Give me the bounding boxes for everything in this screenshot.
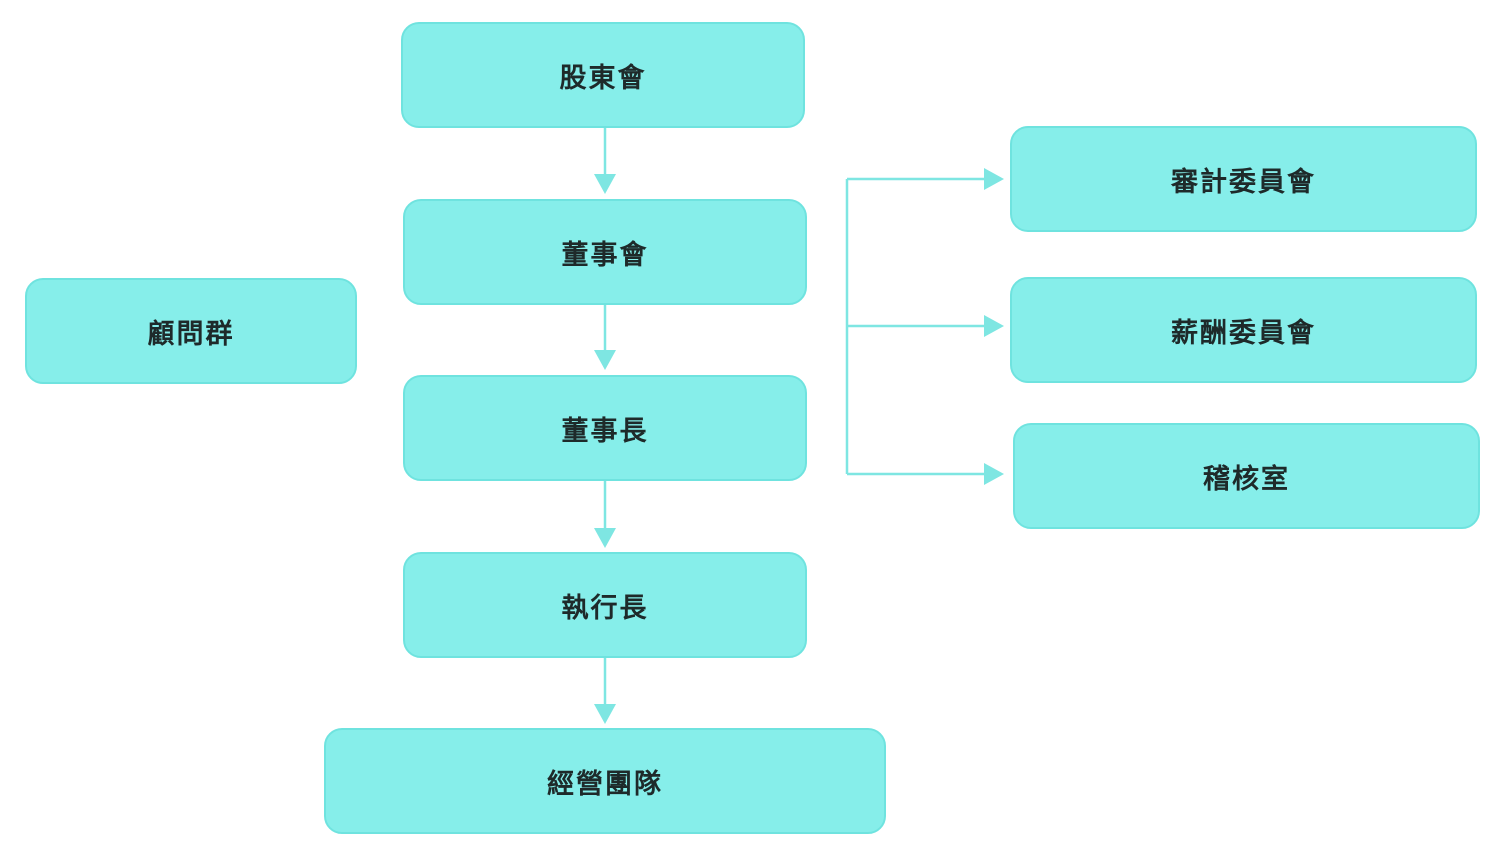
node-internal-audit: 稽核室	[1013, 423, 1480, 529]
node-management: 經營團隊	[324, 728, 886, 834]
arrowhead-ceo	[594, 528, 616, 548]
node-shareholders: 股東會	[401, 22, 805, 128]
node-audit-committee: 審計委員會	[1010, 126, 1477, 232]
arrowhead-compensation-committee	[984, 315, 1004, 337]
node-advisors: 顧問群	[25, 278, 357, 384]
node-compensation-committee: 薪酬委員會	[1010, 277, 1477, 383]
node-chairman: 董事長	[403, 375, 807, 481]
node-board: 董事會	[403, 199, 807, 305]
arrowhead-audit-committee	[984, 168, 1004, 190]
arrowhead-chairman	[594, 350, 616, 370]
arrowhead-internal-audit	[984, 463, 1004, 485]
node-ceo: 執行長	[403, 552, 807, 658]
arrowhead-management	[594, 704, 616, 724]
arrowhead-board	[594, 174, 616, 194]
